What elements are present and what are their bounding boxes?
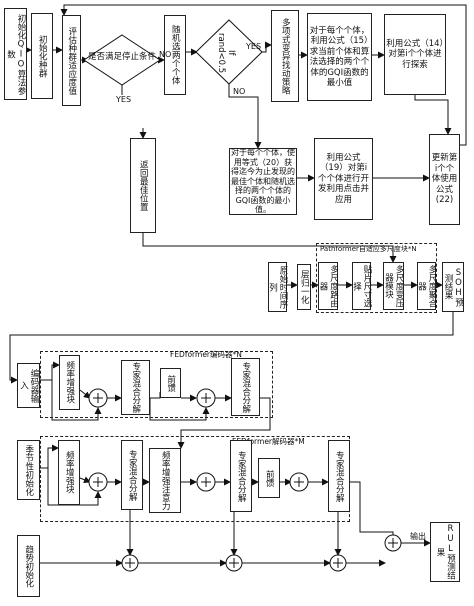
random-two: 随机选两个个体 (164, 15, 186, 95)
gqi-best: 对于每个个体，使用等式（20）获得迄今为止发现的最佳个体和随机选择的两个个体的G… (229, 148, 297, 215)
return-best-label: 返回最佳位置 (138, 160, 149, 211)
rul-result-label: RUL预测结果 (435, 524, 456, 580)
ms-aggregator: 多尺度聚合器 (416, 262, 438, 310)
raw-time-series: 原始时间序列 (267, 262, 289, 312)
eq19-exploit: 利用公式（19）对第i个个体进行开发利用点击并应用 (314, 138, 373, 220)
rand-label: If rand<0.5 (216, 32, 236, 74)
return-best-position: 返回最佳位置 (130, 138, 156, 233)
pathformer-title: Pathformer自适应多尺度块*N (320, 245, 417, 253)
yes-label-2: YES (246, 42, 262, 51)
eq14-label: 利用公式（14）对第i个个体进行探索 (386, 38, 444, 70)
dec-freq-block: 频率增强块 (58, 440, 80, 505)
enc-moe-1: 专家混合分解 (121, 360, 150, 415)
update-individual: 更新第i个个体使用公式(22) (429, 134, 460, 225)
stop-condition-decision: 是否满足停止条件 (86, 52, 158, 62)
enc-moe1-label: 专家混合分解 (130, 362, 141, 413)
enc-ff-label: 前馈 (165, 374, 176, 392)
dec-moe-1: 专家混合分解 (121, 440, 143, 510)
dec-ff-label: 前馈 (264, 469, 275, 487)
soh-result: SOH预测结果 (442, 262, 464, 312)
no-label-2: NO (233, 87, 246, 96)
season-init: 季节性初始化 (17, 440, 40, 500)
rul-result: RUL预测结果 (430, 522, 460, 582)
init-qio-params: 初始化QIO算法参数 (4, 8, 27, 100)
dec-freq-attention: 频率增强注意力 (149, 448, 181, 513)
layer-norm: 层归一化 (297, 264, 311, 310)
dec-freq-attn-label: 频率增强注意力 (160, 450, 171, 511)
enc-feedforward: 前馈 (160, 368, 181, 398)
yes-label-1: YES (116, 95, 132, 104)
poly-mutation-label: 多项式变异找动策略 (280, 17, 291, 95)
dec-moe2-label: 专家混合分解 (236, 450, 247, 502)
enc-freq-block: 频率增强块 (59, 355, 80, 410)
enc-input-label: 编码器输入 (18, 368, 40, 403)
gqi-min: 对于每个个体，利用公式（15）求当前个体和算法选择的两个个体的GQI函数的最小值 (307, 13, 372, 101)
eval-fitness: 评估种群适应度值 (62, 15, 81, 106)
enc-moe2-label: 专家混合分解 (240, 361, 251, 413)
fedformer-decoder-group (40, 436, 350, 522)
ms-router-label: 多尺度路由器 (318, 264, 339, 308)
fed-encoder-title: FEDformer编码器*N (170, 350, 242, 359)
fedformer-encoder-group (40, 351, 273, 418)
patch-select-label: 贴片尺寸选择 (351, 264, 373, 308)
ms-router: 多尺度路由器 (318, 262, 339, 310)
gqi-min-label: 对于每个个体，利用公式（15）求当前个体和算法选择的两个个体的GQI函数的最小值 (309, 25, 370, 89)
dec-moe-2: 专家混合分解 (230, 440, 252, 512)
ms-transformer: 多尺度变压器模块 (383, 262, 404, 310)
ms-aggregator-label: 多尺度聚合器 (416, 264, 438, 308)
eq14-explore: 利用公式（14）对第i个个体进行探索 (384, 14, 446, 95)
eq19-label: 利用公式（19）对第i个个体进行开发利用点击并应用 (317, 152, 369, 205)
init-population: 初始化种群 (31, 13, 53, 99)
stop-label: 是否满足停止条件 (87, 52, 156, 62)
enc-freq-label: 频率增强块 (64, 361, 75, 404)
rand-decision: If rand<0.5 (216, 30, 236, 76)
soh-result-label: SOH预测结果 (443, 267, 464, 307)
dec-freq-label: 频率增强块 (64, 451, 75, 494)
eval-fit-label: 评估种群适应度值 (66, 26, 77, 95)
dec-moe1-label: 专家混合分解 (127, 449, 138, 501)
pathformer-group (316, 243, 437, 313)
init-qio-label: 初始化QIO算法参数 (5, 13, 27, 95)
trend-init: 趋势初始化 (17, 535, 40, 597)
poly-mutation: 多项式变异找动策略 (271, 10, 299, 102)
rand-two-label: 随机选两个个体 (170, 25, 181, 85)
dec-feedforward: 前馈 (258, 458, 280, 498)
encoder-input: 编码器输入 (17, 363, 40, 408)
no-label-1: NO (159, 50, 172, 59)
dec-moe3-label: 专家混合分解 (334, 450, 345, 502)
raw-seq-label: 原始时间序列 (267, 265, 289, 309)
dec-moe-3: 专家混合分解 (328, 440, 350, 512)
layer-norm-label: 层归一化 (299, 270, 310, 304)
enc-moe-2: 专家混合分解 (231, 358, 260, 416)
gqi-best-label: 对于每个个体，使用等式（20）获得迄今为止发现的最佳个体和随机选择的两个个体的G… (231, 147, 295, 215)
ms-transformer-label: 多尺度变压器模块 (383, 264, 405, 308)
season-init-label: 季节性初始化 (23, 444, 34, 496)
fed-decoder-title: FEDformer解码器*M (232, 437, 305, 446)
patch-size-select: 贴片尺寸选择 (351, 262, 373, 310)
trend-init-label: 趋势初始化 (23, 544, 34, 588)
output-label: 输出 (410, 532, 426, 541)
init-pop-label: 初始化种群 (37, 34, 48, 78)
update-label: 更新第i个个体使用公式(22) (431, 153, 458, 206)
